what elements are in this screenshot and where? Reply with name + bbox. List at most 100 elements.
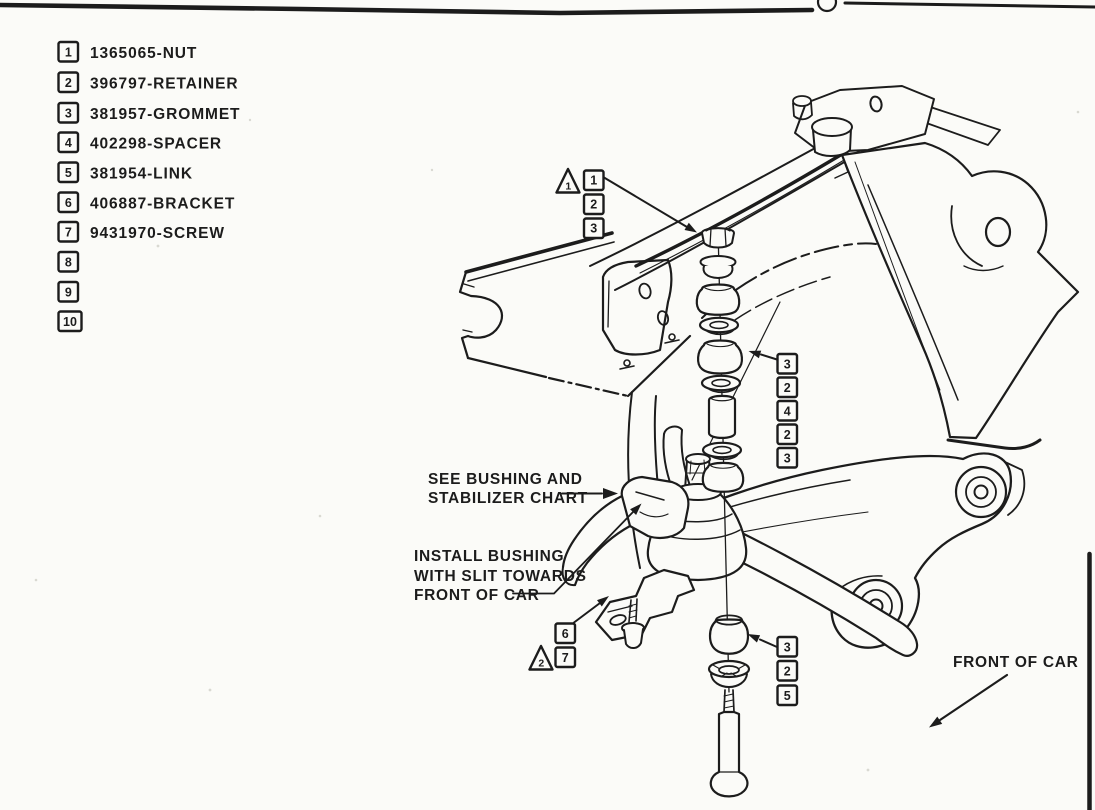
- legend-row-10: 10: [57, 310, 83, 333]
- stabilizer-bushing-block: [620, 475, 690, 539]
- leader-arrowhead-mid-right: [748, 350, 762, 359]
- callout-box-3-num: 3: [590, 222, 597, 236]
- link-grommet-2: [697, 339, 743, 375]
- legend-num-3: 3: [65, 106, 72, 120]
- see-bushing-line1: SEE BUSHING AND: [428, 471, 583, 488]
- callout-br-num-3: 5: [784, 689, 791, 703]
- legend-row-1: 1 1365065-NUT: [57, 40, 197, 63]
- callout-mid-num-3: 4: [784, 404, 791, 418]
- warning-triangle-1-num: 1: [565, 180, 571, 192]
- clamp-bracket-slot: [609, 614, 627, 626]
- bushing-eye-hole: [984, 216, 1012, 248]
- frame-crossmember: [458, 231, 692, 398]
- body-mount-bracket: [834, 141, 1080, 450]
- front-of-car-arrow-line: [938, 673, 1009, 722]
- link-retainer-3: [700, 374, 742, 394]
- body-mount-cylinder: [811, 117, 853, 157]
- annotation-see-bushing: SEE BUSHING AND STABILIZER CHART: [428, 471, 618, 507]
- frame-bolt-hole-2: [656, 310, 670, 326]
- callout-box-1-num: 1: [590, 174, 597, 188]
- link-bolt: [709, 689, 749, 798]
- leader-line-bottom-right: [759, 638, 778, 648]
- annotation-install-bushing: INSTALL BUSHING WITH SLIT TOWARDS FRONT …: [414, 503, 642, 604]
- front-of-car-arrowhead: [929, 716, 943, 728]
- leader-line-top: [603, 176, 688, 228]
- parts-legend: 1 1365065-NUT 2 396797-RETAINER 3 381957…: [57, 40, 240, 333]
- legend-num-2: 2: [65, 76, 72, 90]
- legend-label-5: 381954-LINK: [90, 165, 193, 182]
- border-circle-mark: [816, 0, 838, 13]
- callout-box-6-num: 6: [562, 627, 569, 641]
- leader-line-mid-right: [760, 353, 778, 361]
- leader-arrowhead-bottom-right: [747, 634, 761, 643]
- see-bushing-arrowhead: [603, 488, 618, 499]
- warning-triangle-1: [555, 167, 581, 194]
- legend-label-7: 9431970-SCREW: [90, 225, 225, 242]
- callout-br-num-2: 2: [784, 664, 791, 678]
- warning-triangle-2: [528, 644, 554, 671]
- install-leader-line: [512, 511, 634, 595]
- bracket-foot-line: [946, 438, 1042, 450]
- legend-num-6: 6: [65, 196, 72, 210]
- link-stack: [695, 227, 751, 798]
- callout-box-3: [582, 217, 605, 240]
- callout-box-7-num: 7: [562, 651, 569, 665]
- callout-box-7: [554, 646, 577, 669]
- legend-num-5: 5: [65, 166, 72, 180]
- callout-top-group: 1 1 2 3: [555, 167, 697, 240]
- clamp-bracket: [594, 568, 696, 642]
- link-retainer-4: [701, 441, 743, 461]
- legend-row-7: 7 9431970-SCREW: [57, 220, 225, 243]
- legend-num-7: 7: [65, 225, 72, 239]
- install-arrowhead: [630, 503, 642, 515]
- legend-num-4: 4: [65, 136, 72, 150]
- top-mounting-bracket: [792, 85, 935, 157]
- annotation-front-of-car: FRONT OF CAR: [929, 654, 1079, 728]
- legend-row-4: 4 402298-SPACER: [57, 131, 222, 154]
- legend-num-1: 1: [65, 45, 72, 59]
- bracket-bolt-hole: [869, 95, 883, 113]
- legend-row-8: 8: [57, 250, 80, 273]
- link-grommet-3: [701, 461, 745, 493]
- page-border-top: [0, 0, 1095, 16]
- leader-arrowhead-top: [684, 222, 697, 233]
- callout-mid-num-1: 3: [784, 357, 791, 371]
- frame-gusset-window: [601, 258, 673, 356]
- install-line2: WITH SLIT TOWARDS: [414, 568, 587, 585]
- link-grommet-1: [695, 283, 741, 316]
- frame-anchor-marks: [619, 333, 680, 370]
- see-bushing-line2: STABILIZER CHART: [428, 490, 588, 507]
- install-line1: INSTALL BUSHING: [414, 548, 564, 565]
- callout-mid-num-2: 2: [784, 381, 791, 395]
- legend-row-5: 5 381954-LINK: [57, 161, 193, 184]
- warning-triangle-2-num: 2: [538, 657, 544, 669]
- legend-row-2: 2 396797-RETAINER: [57, 71, 238, 94]
- leader-arrowhead-bottom-left: [597, 596, 609, 607]
- callout-bottom-left-group: 6 2 7: [528, 596, 609, 671]
- callout-mid-num-5: 3: [784, 451, 791, 465]
- install-line3: FRONT OF CAR: [414, 587, 540, 604]
- paper-speckles: [34, 110, 1080, 772]
- link-retainer-2: [698, 316, 740, 336]
- callout-box-2: [582, 193, 605, 216]
- legend-num-8: 8: [65, 255, 72, 269]
- mount-stud: [792, 95, 813, 121]
- upper-bushing-eye: [954, 461, 1026, 519]
- lower-retainer: [707, 659, 751, 688]
- callout-box-1: [582, 169, 605, 192]
- legend-row-9: 9: [57, 280, 80, 303]
- legend-label-4: 402298-SPACER: [90, 135, 222, 152]
- link-nut: [701, 227, 735, 249]
- lower-grommet: [708, 614, 750, 655]
- legend-label-2: 396797-RETAINER: [90, 75, 238, 92]
- callout-br-num-1: 3: [784, 640, 791, 654]
- legend-num-9: 9: [65, 285, 72, 299]
- frame-bolt-hole-1: [638, 282, 652, 300]
- legend-num-10: 10: [63, 315, 77, 329]
- front-of-car-label: FRONT OF CAR: [953, 654, 1079, 671]
- link-retainer-1: [699, 255, 737, 279]
- legend-label-1: 1365065-NUT: [90, 45, 197, 62]
- callout-mid-num-4: 2: [784, 428, 791, 442]
